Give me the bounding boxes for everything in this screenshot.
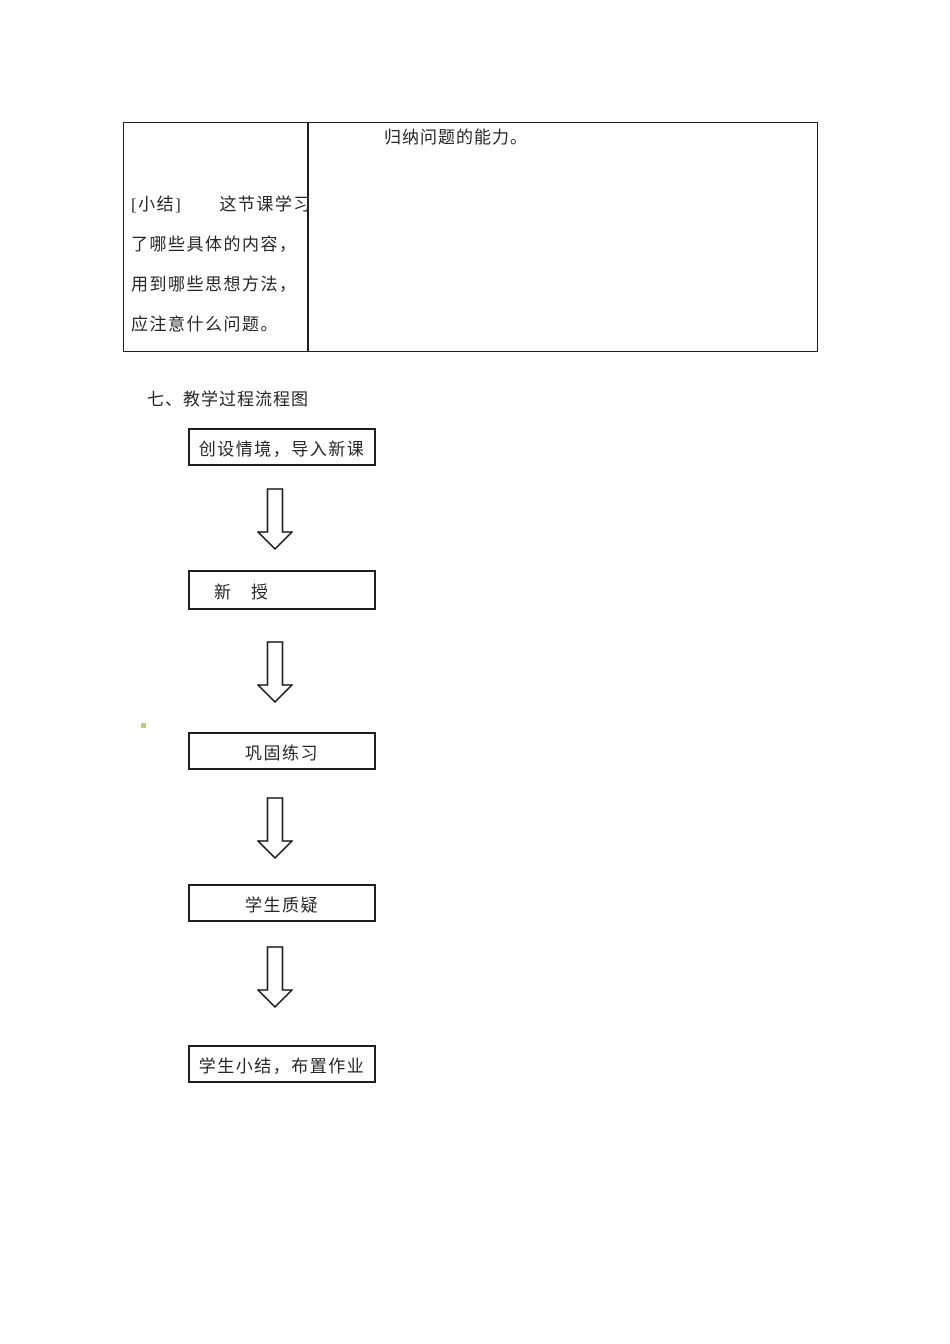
summary-line: 应注意什么问题。 — [131, 315, 279, 334]
down-arrow-icon — [257, 946, 293, 1008]
lesson-summary-table: [小结] 这节课学习 了哪些具体的内容， 用到哪些思想方法， 应注意什么问题。 … — [123, 122, 818, 352]
down-arrow-icon — [257, 488, 293, 550]
section-heading: 七、教学过程流程图 — [147, 390, 309, 409]
table-cell-design-intent: 归纳问题的能力。 — [384, 128, 528, 147]
flow-step-student-questions: 学生质疑 — [188, 884, 376, 922]
down-arrow-icon — [257, 641, 293, 703]
stray-bullet-dot — [141, 723, 146, 728]
table-cell-teacher-activity: [小结] 这节课学习 了哪些具体的内容， 用到哪些思想方法， 应注意什么问题。 — [131, 185, 312, 345]
flow-step-practice: 巩固练习 — [188, 732, 376, 770]
flow-step-new-lesson: 新 授 — [188, 570, 376, 610]
flow-step-introduce: 创设情境，导入新课 — [188, 428, 376, 466]
summary-line: [小结] 这节课学习 — [131, 195, 312, 214]
summary-line: 了哪些具体的内容， — [131, 235, 298, 254]
table-column-divider — [307, 123, 309, 351]
down-arrow-icon — [257, 797, 293, 859]
flow-step-summary-homework: 学生小结，布置作业 — [188, 1045, 376, 1083]
summary-line: 用到哪些思想方法， — [131, 275, 298, 294]
